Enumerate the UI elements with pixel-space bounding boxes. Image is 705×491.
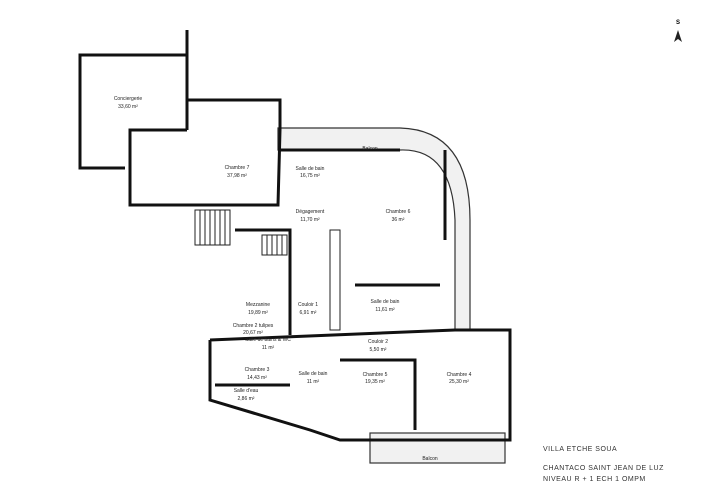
balcony-label-top: Balcon (362, 146, 378, 152)
room-label-degagement: Dégagement 11,70 m² (296, 209, 325, 223)
svg-text:Salle de bains & WC: Salle de bains & WC (245, 337, 291, 343)
svg-text:11,70 m²: 11,70 m² (300, 217, 320, 223)
svg-text:11 m²: 11 m² (262, 345, 275, 351)
room-label-couloir-1: Couloir 1 6,91 m² (298, 302, 318, 316)
svg-text:36 m²: 36 m² (392, 217, 405, 223)
svg-text:5,50 m²: 5,50 m² (370, 347, 387, 353)
svg-text:Chambre 5: Chambre 5 (363, 372, 388, 378)
balcony-label-bottom: Balcon (422, 456, 438, 462)
room-label-chambre-3: Chambre 3 14,43 m² (245, 367, 270, 381)
svg-text:11,61 m²: 11,61 m² (375, 307, 395, 313)
chambre5-walls (340, 358, 417, 430)
central-walls (235, 228, 292, 335)
svg-text:19,89 m²: 19,89 m² (248, 310, 268, 316)
svg-text:Salle de bain: Salle de bain (299, 371, 328, 377)
svg-text:Salle de bain: Salle de bain (371, 299, 400, 305)
svg-text:19,35 m²: 19,35 m² (365, 379, 385, 385)
svg-text:11 m²: 11 m² (307, 379, 320, 385)
svg-text:25,30 m²: 25,30 m² (449, 379, 469, 385)
svg-text:14,43 m²: 14,43 m² (247, 375, 267, 381)
room-label-chambre-6: Chambre 6 36 m² (386, 209, 411, 223)
svg-text:Mezzanine: Mezzanine (246, 302, 270, 308)
room-label-salle-de-bains-wc: Salle de bains & WC 11 m² (245, 337, 291, 351)
svg-text:37,98 m²: 37,98 m² (227, 173, 247, 179)
svg-text:Conciergerie: Conciergerie (114, 96, 143, 102)
svg-text:Couloir 1: Couloir 1 (298, 302, 318, 308)
svg-text:Couloir 2: Couloir 2 (368, 339, 388, 345)
svg-text:33,60 m²: 33,60 m² (118, 104, 138, 110)
svg-text:Dégagement: Dégagement (296, 209, 325, 215)
staircase (194, 209, 341, 331)
room-label-salle-deau: Salle d'eau 2,86 m² (234, 388, 259, 402)
svg-text:Chambre 2 tulipes: Chambre 2 tulipes (233, 323, 274, 329)
room-label-conciergerie: Conciergerie 33,60 m² (114, 96, 143, 110)
title-location: CHANTACO SAINT JEAN DE LUZ (543, 465, 664, 472)
room-label-salle-de-bain-3: Salle de bain 11 m² (299, 371, 328, 385)
svg-text:Salle de bain: Salle de bain (296, 166, 325, 172)
lower-wing-walls (208, 328, 512, 442)
svg-text:6,91 m²: 6,91 m² (300, 310, 317, 316)
svg-text:Chambre 4: Chambre 4 (447, 372, 472, 378)
title-villa: VILLA ETCHE SOUA (543, 446, 617, 453)
room-label-couloir-2: Couloir 2 5,50 m² (368, 339, 388, 353)
svg-text:20,67 m²: 20,67 m² (243, 330, 263, 336)
svg-text:Chambre 6: Chambre 6 (386, 209, 411, 215)
svg-text:Chambre 7: Chambre 7 (225, 165, 250, 171)
svg-text:2,86 m²: 2,86 m² (238, 396, 255, 402)
svg-text:Chambre 3: Chambre 3 (245, 367, 270, 373)
balcony-bottom (369, 432, 506, 464)
svg-text:Salle d'eau: Salle d'eau (234, 388, 259, 394)
svg-text:S: S (676, 20, 680, 26)
room-label-chambre-4: Chambre 425,30 m² (447, 372, 472, 385)
room-label-salle-de-bain-2: Salle de bain 11,61 m² (371, 299, 400, 313)
room-label-chambre-5: Chambre 519,35 m² (363, 372, 388, 385)
conciergerie-walls (78, 30, 189, 170)
svg-text:16,75 m²: 16,75 m² (300, 173, 320, 179)
title-level-scale: NIVEAU R + 1 ECH 1 OMPM (543, 476, 646, 483)
room-label-mezzanine: Mezzanine 19,89 m² (246, 302, 270, 316)
chambre7-walls (128, 98, 282, 207)
room-label-chambre-7: Chambre 7 37,98 m² (225, 165, 250, 179)
north-arrow-icon: S (674, 20, 682, 42)
